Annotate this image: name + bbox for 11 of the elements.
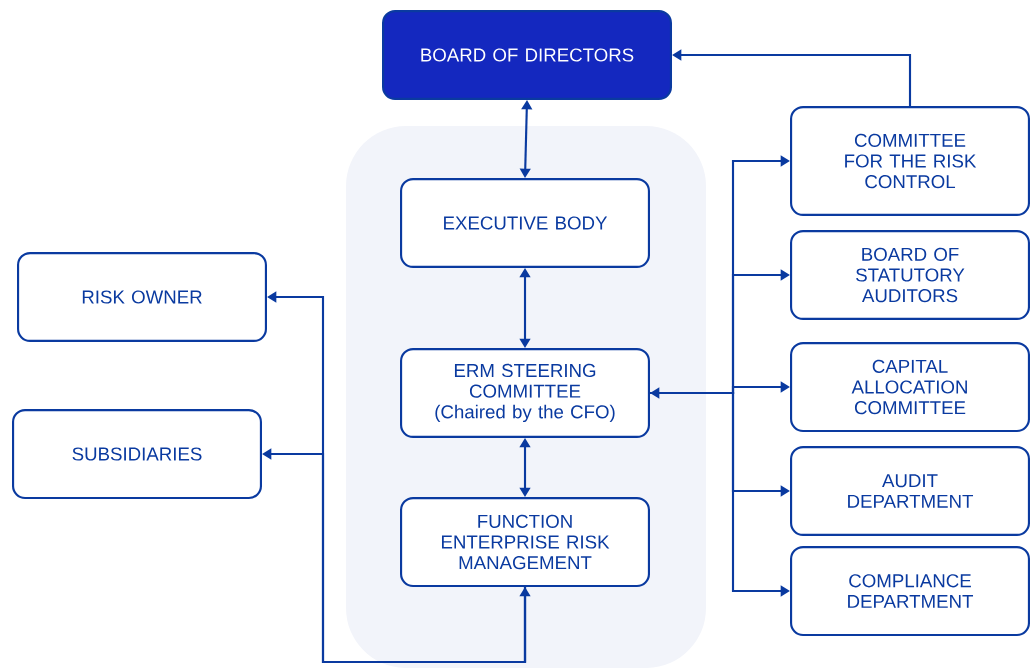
org-box: CAPITAL ALLOCATION COMMITTEE bbox=[790, 342, 1030, 432]
org-box: FUNCTION ENTERPRISE RISK MANAGEMENT bbox=[400, 497, 650, 587]
org-box: RISK OWNER bbox=[17, 252, 267, 342]
org-box: BOARD OF STATUTORY AUDITORS bbox=[790, 230, 1030, 320]
org-box: COMPLIANCE DEPARTMENT bbox=[790, 546, 1030, 636]
org-box: ERM STEERING COMMITTEE (Chaired by the CFO) bbox=[400, 348, 650, 438]
board-box: BOARD OF DIRECTORS bbox=[382, 10, 672, 100]
org-box: EXECUTIVE BODY bbox=[400, 178, 650, 268]
org-box: SUBSIDIARIES bbox=[12, 409, 262, 499]
org-box: AUDIT DEPARTMENT bbox=[790, 446, 1030, 536]
org-box: COMMITTEE FOR THE RISK CONTROL bbox=[790, 106, 1030, 216]
